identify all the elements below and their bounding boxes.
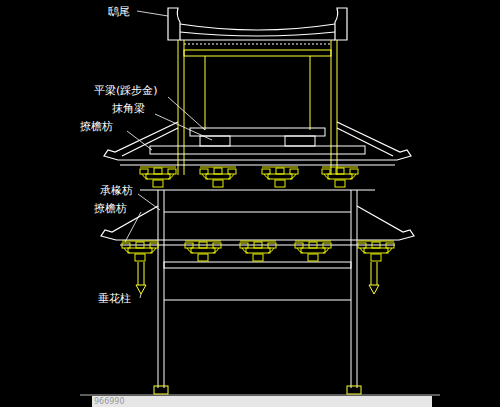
- upper-roof: [104, 122, 411, 165]
- ground-line: [80, 395, 440, 396]
- upper-brackets: [140, 167, 358, 187]
- main-columns: [154, 190, 361, 394]
- hanging-column: [136, 262, 379, 294]
- upper-lintel: [140, 190, 375, 191]
- base-platform: [92, 396, 432, 407]
- part-name: 平梁(踩步金): [94, 84, 158, 97]
- upper-frame: [178, 40, 337, 175]
- part-name: 撩檐枋: [94, 202, 127, 215]
- part-name: 承椽枋: [100, 184, 133, 197]
- part-name: 垂花柱: [98, 292, 131, 305]
- part-name: 撩檐枋: [80, 120, 113, 133]
- part-name: 抹角梁: [112, 102, 145, 115]
- part-name: 鸱尾: [108, 5, 130, 18]
- watermark: 966990: [94, 397, 125, 406]
- lower-brackets: [122, 241, 394, 261]
- leader-line: [125, 11, 212, 298]
- lower-roof: [101, 206, 414, 245]
- chiwei-ridge: [168, 8, 347, 44]
- upper-beams: [150, 128, 365, 154]
